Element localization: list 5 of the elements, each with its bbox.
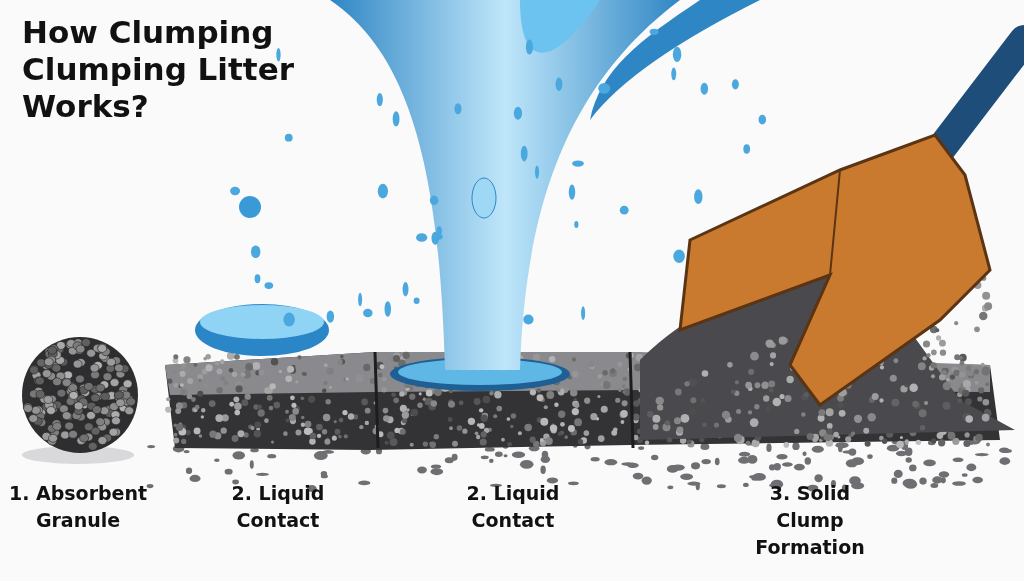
- step-label: 1. Absorbent Granule: [7, 481, 149, 533]
- step-label: 2. Liquid Contact: [465, 481, 561, 533]
- step-label: 2. Liquid Contact: [230, 481, 326, 533]
- step-label: 3. Solid Clump Formation: [754, 481, 866, 560]
- title: How Clumping Clumping Litter Works?: [22, 14, 295, 125]
